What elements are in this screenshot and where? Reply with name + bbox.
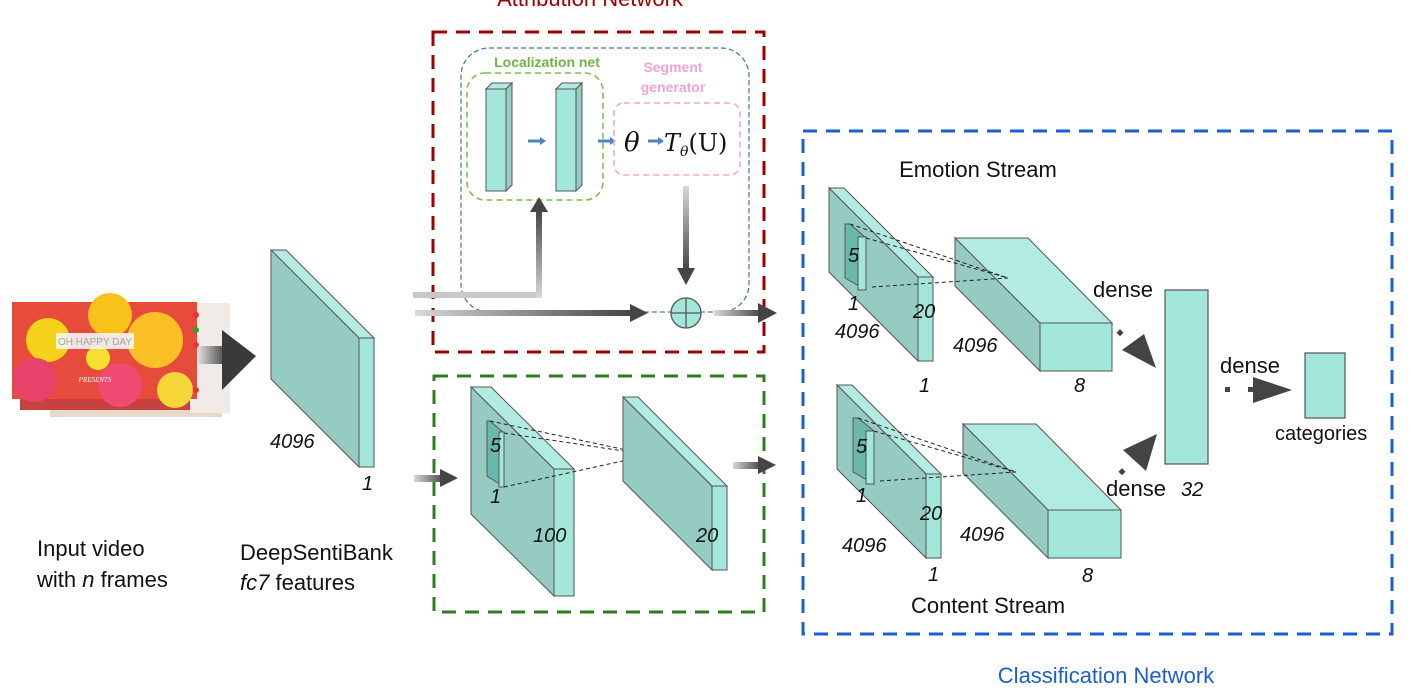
emotion-input-d: 20: [912, 301, 935, 323]
conv-block-border: [432, 374, 766, 614]
emotion-stream-title: Emotion Stream: [899, 157, 1057, 182]
fusion-dim: 32: [1181, 479, 1203, 501]
conv-layer-2-dim: 20: [695, 525, 718, 547]
localization-net-title: Localization net: [494, 54, 600, 70]
input-image-text: OH HAPPY DAY: [58, 337, 132, 348]
content-input-d: 20: [919, 503, 942, 525]
up-arrow-shaft: [536, 210, 542, 298]
emotion-input-h: 4096: [835, 321, 880, 343]
conv-layer-1: [469, 385, 576, 598]
content-output-block: [961, 422, 1123, 560]
fusion-layer: [1164, 289, 1209, 465]
input-image-text-2: PRESENTS: [78, 376, 112, 384]
segment-generator-title-1: Segment: [643, 59, 702, 75]
content-stream-title: Content Stream: [911, 593, 1065, 618]
content-input-bottom: 1: [928, 564, 939, 586]
localization-net-border: [466, 72, 604, 201]
oplus-icon: [670, 297, 702, 329]
feature-block: [269, 248, 376, 469]
classification-network-title: Classification Network: [998, 663, 1215, 688]
emotion-input-bottom: 1: [919, 375, 930, 397]
dense-arrow-icon: [1122, 334, 1156, 368]
localization-layer-1: [484, 81, 514, 193]
transform-symbol: Tθ(U): [664, 129, 727, 160]
feature-caption-1: DeepSentiBank: [240, 540, 394, 565]
feature-dim-height: 4096: [270, 431, 315, 453]
conv-kernel-w: 1: [490, 486, 501, 508]
dense-dot: [1248, 387, 1253, 392]
fusion-dense-label: dense: [1220, 353, 1280, 378]
small-arrow-head: [540, 137, 546, 145]
small-arrow-head: [610, 137, 616, 145]
small-arrow-head: [658, 137, 664, 145]
output-layer: [1304, 352, 1346, 419]
emotion-kernel-h: 5: [848, 245, 860, 267]
output-categories-label: categories: [1275, 423, 1367, 445]
emotion-output-block: [953, 236, 1114, 373]
segment-generator-border: [613, 102, 741, 176]
right-arrow-icon: [630, 304, 648, 322]
emotion-dense-label: dense: [1093, 277, 1153, 302]
conv-block: 5 1 100 20: [432, 374, 776, 614]
attribution-network: Attribution Network Localization net Seg…: [413, 0, 777, 354]
to-classifier-arrow-shaft: [714, 310, 762, 316]
localization-layer-2: [554, 81, 584, 193]
content-dense-label: dense: [1106, 476, 1166, 501]
conv-kernel-h: 5: [490, 435, 502, 457]
conv-layer-2: [621, 395, 729, 572]
content-kernel-w: 1: [856, 485, 867, 507]
receptive-field-lines: [849, 223, 1009, 288]
feature-to-conv-arrow-shaft: [414, 475, 444, 482]
content-output-d: 8: [1082, 565, 1093, 587]
input-arrow-shaft: [198, 346, 228, 364]
conv-layer-1-dim: 100: [533, 525, 566, 547]
content-input-h: 4096: [842, 535, 887, 557]
feature-branch-line: [413, 292, 541, 298]
segment-generator-title-2: generator: [641, 79, 706, 95]
down-arrow-icon: [677, 268, 695, 285]
right-arrow-icon: [440, 469, 458, 487]
main-arrow-shaft: [415, 310, 633, 316]
dense-dot: [1118, 468, 1126, 476]
emotion-output-h: 4096: [953, 335, 998, 357]
content-kernel: [852, 417, 875, 485]
dense-arrow-icon: [1123, 434, 1157, 471]
dense-dot: [1116, 329, 1124, 337]
right-arrow-icon: [758, 303, 777, 323]
input-caption-1: Input video: [37, 536, 145, 561]
theta-symbol: θ: [624, 128, 640, 158]
feature-caption-2: fc7 features: [240, 570, 355, 595]
classification-network: Classification Network Emotion Stream 5 …: [801, 129, 1394, 688]
input-video: OH HAPPY DAY PRESENTS: [12, 293, 230, 417]
conv-out-arrow-shaft: [733, 462, 761, 469]
content-kernel-h: 5: [856, 436, 868, 458]
down-arrow-shaft: [683, 186, 689, 271]
emotion-kernel-w: 1: [848, 293, 859, 315]
receptive-field-lines: [857, 417, 1017, 482]
dense-arrow-icon: [1253, 377, 1292, 403]
attribution-network-title: Attribution Network: [497, 0, 684, 11]
feature-dim-depth: 1: [362, 473, 373, 495]
input-arrow-icon: [222, 330, 256, 390]
right-arrow-icon: [758, 456, 776, 474]
up-arrow-icon: [530, 197, 548, 212]
attribution-border: [431, 30, 766, 354]
classification-border: [801, 129, 1394, 636]
emotion-kernel: [844, 223, 867, 291]
emotion-output-d: 8: [1074, 375, 1085, 397]
dense-dot: [1225, 387, 1230, 392]
content-output-h: 4096: [960, 524, 1005, 546]
conv-kernel: [486, 420, 505, 488]
input-caption-2: with n frames: [36, 567, 168, 592]
